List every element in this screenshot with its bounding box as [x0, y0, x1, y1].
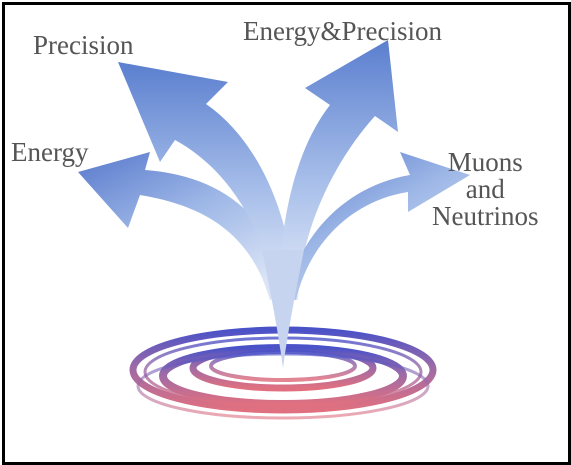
arrow-precision [118, 62, 295, 300]
label-energy-precision: Energy&Precision [243, 16, 442, 46]
label-muons-and-neutrinos: Muons and Neutrinos [432, 149, 538, 230]
arrow-energy-precision [278, 40, 398, 300]
arrow-muons-neutrinos [285, 152, 470, 300]
arrow-stem [262, 250, 304, 368]
arrow-energy [78, 152, 290, 300]
label-muons-line3: Neutrinos [432, 201, 539, 231]
label-muons-line1: Muons [447, 147, 523, 177]
label-energy: Energy [11, 137, 89, 167]
label-muons-line2: and [465, 174, 505, 204]
label-precision: Precision [33, 30, 134, 60]
